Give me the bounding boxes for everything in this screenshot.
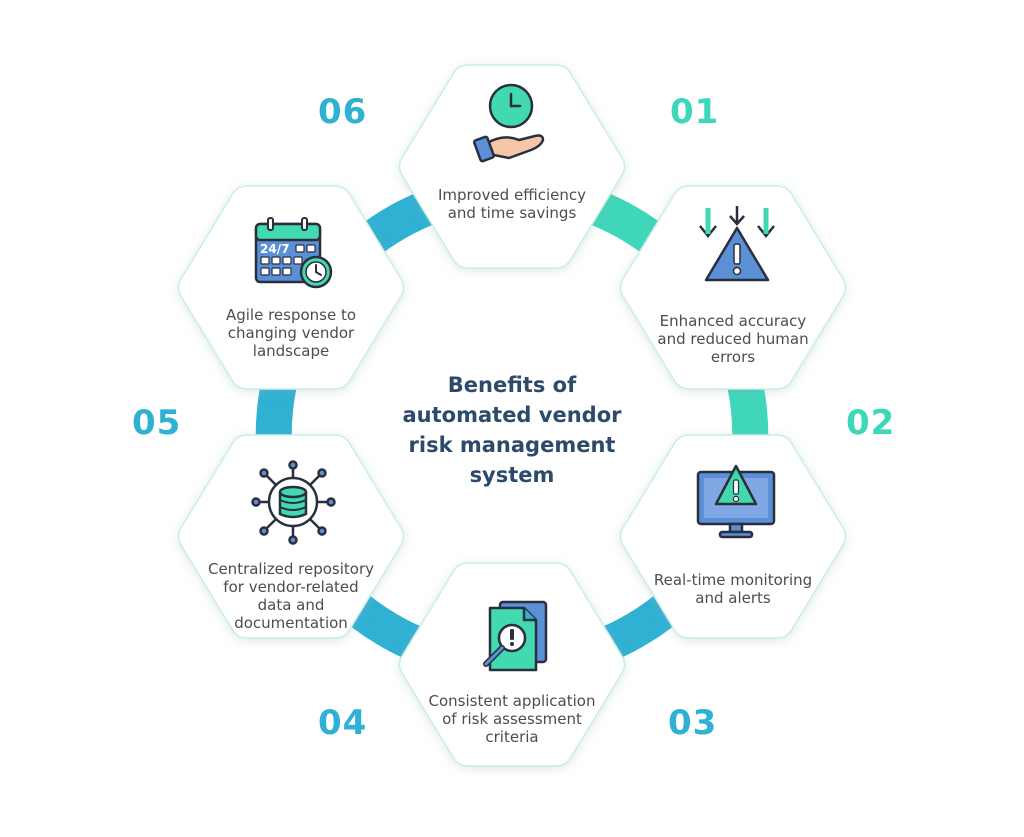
hexagon-01 [398, 64, 626, 269]
hex-text-line: documentation [234, 614, 348, 632]
hex-text-line: errors [710, 348, 756, 366]
svg-text:24/7: 24/7 [260, 242, 289, 256]
hex-text-01: Improved efficiency and time savings [412, 186, 612, 222]
hex-text-06: Agile response to changing vendor landsc… [191, 306, 391, 360]
number-05: 05 [132, 403, 182, 443]
hand-clock-icon [472, 83, 545, 163]
center-title-line: risk management [408, 433, 616, 457]
hex-text-line: and reduced human [657, 330, 809, 348]
hex-text-line: Consistent application [428, 692, 596, 710]
hex-text-04: Consistent application of risk assessmen… [407, 692, 617, 746]
hex-text-02: Enhanced accuracy and reduced human erro… [633, 312, 833, 366]
number-06: 06 [318, 92, 368, 132]
center-title-line: Benefits of [447, 373, 577, 397]
number-04: 04 [318, 703, 368, 743]
hex-text-line: data and [257, 596, 325, 614]
center-title: Benefits of automated vendor risk manage… [392, 370, 632, 490]
hex-text-line: landscape [252, 342, 330, 360]
hex-text-line: changing vendor [227, 324, 355, 342]
calendar-24-7-icon: 24/7 [254, 217, 333, 289]
number-01: 01 [670, 92, 720, 132]
center-title-line: system [469, 463, 555, 487]
hexagon-06 [177, 185, 405, 390]
hex-text-line: for vendor-related [223, 578, 359, 596]
hex-text-line: Real-time monitoring [653, 571, 813, 589]
warning-arrows-icon [699, 206, 775, 282]
center-title-line: automated vendor [402, 403, 622, 427]
monitor-alert-icon [696, 464, 776, 539]
hex-text-05: Centralized repository for vendor-relate… [186, 560, 396, 632]
hexagon-02 [619, 185, 847, 390]
hex-text-line: and time savings [447, 204, 577, 222]
document-search-icon [483, 600, 548, 672]
hex-text-line: criteria [485, 728, 539, 746]
hex-text-line: Agile response to [225, 306, 357, 324]
database-network-icon [251, 460, 336, 545]
hex-text-line: Improved efficiency [438, 186, 586, 204]
number-02: 02 [846, 403, 896, 443]
hex-text-line: of risk assessment [442, 710, 582, 728]
hex-text-line: Enhanced accuracy [659, 312, 807, 330]
hex-text-line: Centralized repository [207, 560, 375, 578]
hex-text-03: Real-time monitoring and alerts [633, 571, 833, 607]
hex-text-line: and alerts [695, 589, 771, 607]
number-03: 03 [668, 703, 718, 743]
